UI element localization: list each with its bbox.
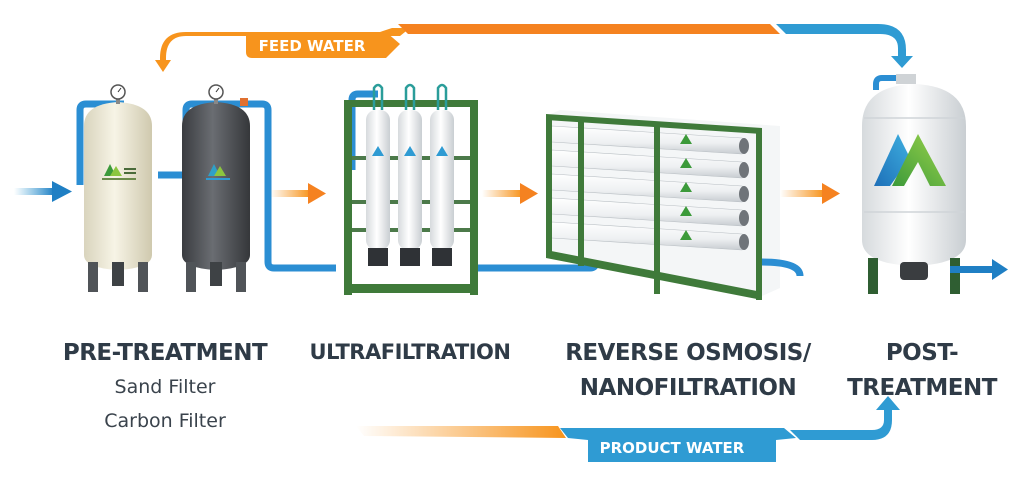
product-water-banner bbox=[560, 428, 796, 462]
brand-logo-icon bbox=[102, 164, 136, 180]
stage-title-post-treatment-line1: POST- bbox=[885, 340, 959, 366]
brand-logo-icon bbox=[436, 146, 448, 156]
feed-water-flow bbox=[155, 24, 913, 72]
brand-logo-icon bbox=[680, 158, 692, 168]
stage-title-ro-nf-line2: NANOFILTRATION bbox=[579, 375, 797, 401]
brand-logo-icon bbox=[874, 134, 946, 186]
stage-title-ultrafiltration: ULTRAFILTRATION bbox=[309, 340, 511, 364]
brand-logo-icon bbox=[680, 182, 692, 192]
arrow-right-icon bbox=[780, 183, 840, 204]
stage-item-carbon-filter: Carbon Filter bbox=[104, 410, 226, 432]
uf-membrane-module bbox=[366, 83, 390, 266]
stage-title-post-treatment-line2: TREATMENT bbox=[847, 375, 997, 401]
brand-logo-icon bbox=[206, 164, 230, 180]
feed-water-blue-bar bbox=[776, 24, 913, 68]
post-treatment-tank bbox=[862, 74, 966, 294]
outlet-arrow-icon bbox=[950, 259, 1008, 280]
brand-logo-icon bbox=[680, 206, 692, 216]
brand-logo-icon bbox=[404, 146, 416, 156]
ultrafiltration-skid bbox=[344, 83, 600, 295]
inlet-arrow-icon bbox=[14, 181, 72, 202]
arrow-right-icon bbox=[270, 183, 326, 204]
brand-logo-icon bbox=[680, 230, 692, 240]
sand-filter-tank bbox=[84, 84, 152, 292]
product-water-flow bbox=[356, 396, 900, 462]
carbon-filter-tank bbox=[182, 84, 250, 292]
ro-vessel-end-cap bbox=[739, 186, 749, 202]
uf-membrane-module bbox=[398, 83, 422, 266]
ro-vessel-end-cap bbox=[739, 138, 749, 154]
feed-water-banner bbox=[242, 32, 400, 58]
stage-title-pre-treatment: PRE-TREATMENT bbox=[62, 340, 268, 366]
ro-vessel-end-cap bbox=[739, 234, 749, 250]
ro-nf-skid bbox=[546, 110, 804, 300]
arrow-right-icon bbox=[482, 183, 538, 204]
stage-item-sand-filter: Sand Filter bbox=[114, 376, 216, 398]
ro-vessel-end-cap bbox=[739, 162, 749, 178]
product-water-label: PRODUCT WATER bbox=[600, 439, 745, 457]
feed-water-bar bbox=[398, 24, 780, 34]
stage-title-ro-nf-line1: REVERSE OSMOSIS/ bbox=[565, 340, 811, 366]
brand-logo-icon bbox=[680, 134, 692, 144]
pre-treatment-equipment bbox=[76, 84, 336, 292]
pressure-gauge-icon bbox=[208, 84, 224, 104]
uf-membrane-module bbox=[430, 83, 454, 266]
pressure-gauge-icon bbox=[110, 84, 126, 104]
feed-water-label: FEED WATER bbox=[259, 37, 366, 55]
ro-vessel-end-cap bbox=[739, 210, 749, 226]
brand-logo-icon bbox=[372, 146, 384, 156]
